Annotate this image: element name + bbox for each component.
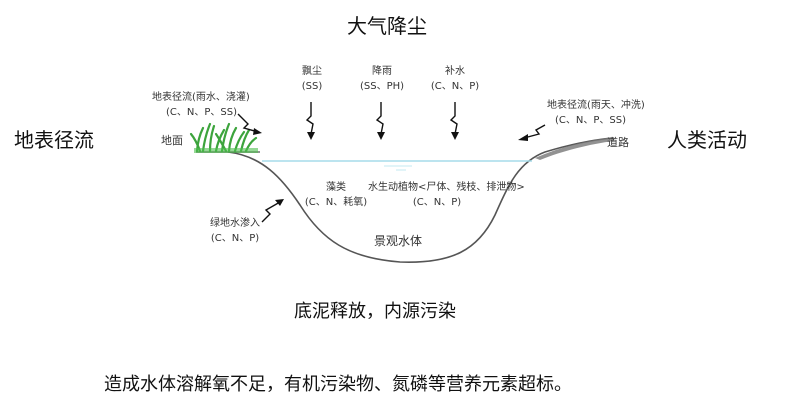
- seepage-arrow: [261, 201, 281, 223]
- bottom-caption: 底泥释放，内源污染: [294, 301, 456, 322]
- basin-outline: [227, 137, 613, 263]
- input-rain: 降雨 (SS、PH): [359, 66, 405, 92]
- ground-label: 地面: [161, 134, 183, 147]
- input-dust: 飘尘 (SS): [301, 66, 323, 92]
- right-label: 人类活动: [667, 128, 747, 152]
- water-body-label: 景观水体: [374, 234, 423, 248]
- seepage-label: 绿地水渗入 (C、N、P): [210, 218, 260, 244]
- left-label: 地表径流: [14, 128, 94, 152]
- right-runoff-arrow: [523, 124, 546, 139]
- summary-text: 造成水体溶解氧不足，有机污染物、氮磷等营养元素超标。: [104, 374, 572, 395]
- road-slope: [535, 137, 614, 160]
- title: 大气降尘: [347, 14, 427, 38]
- road-label: 道路: [607, 136, 629, 149]
- algae-label: 藻类 (C、N、耗氧): [304, 182, 368, 208]
- input-arrows: [305, 102, 458, 135]
- left-runoff-arrow: [237, 113, 259, 133]
- right-runoff-label: 地表径流(雨天、冲洗) (C、N、P、SS): [547, 100, 645, 126]
- left-runoff-label: 地表径流(雨水、浇灌) (C、N、P、SS): [152, 92, 250, 118]
- aquatic-life-label: 水生动植物<尸体、残枝、排泄物> (C、N、P): [368, 182, 525, 208]
- input-water-supply: 补水 (C、N、P): [430, 66, 480, 92]
